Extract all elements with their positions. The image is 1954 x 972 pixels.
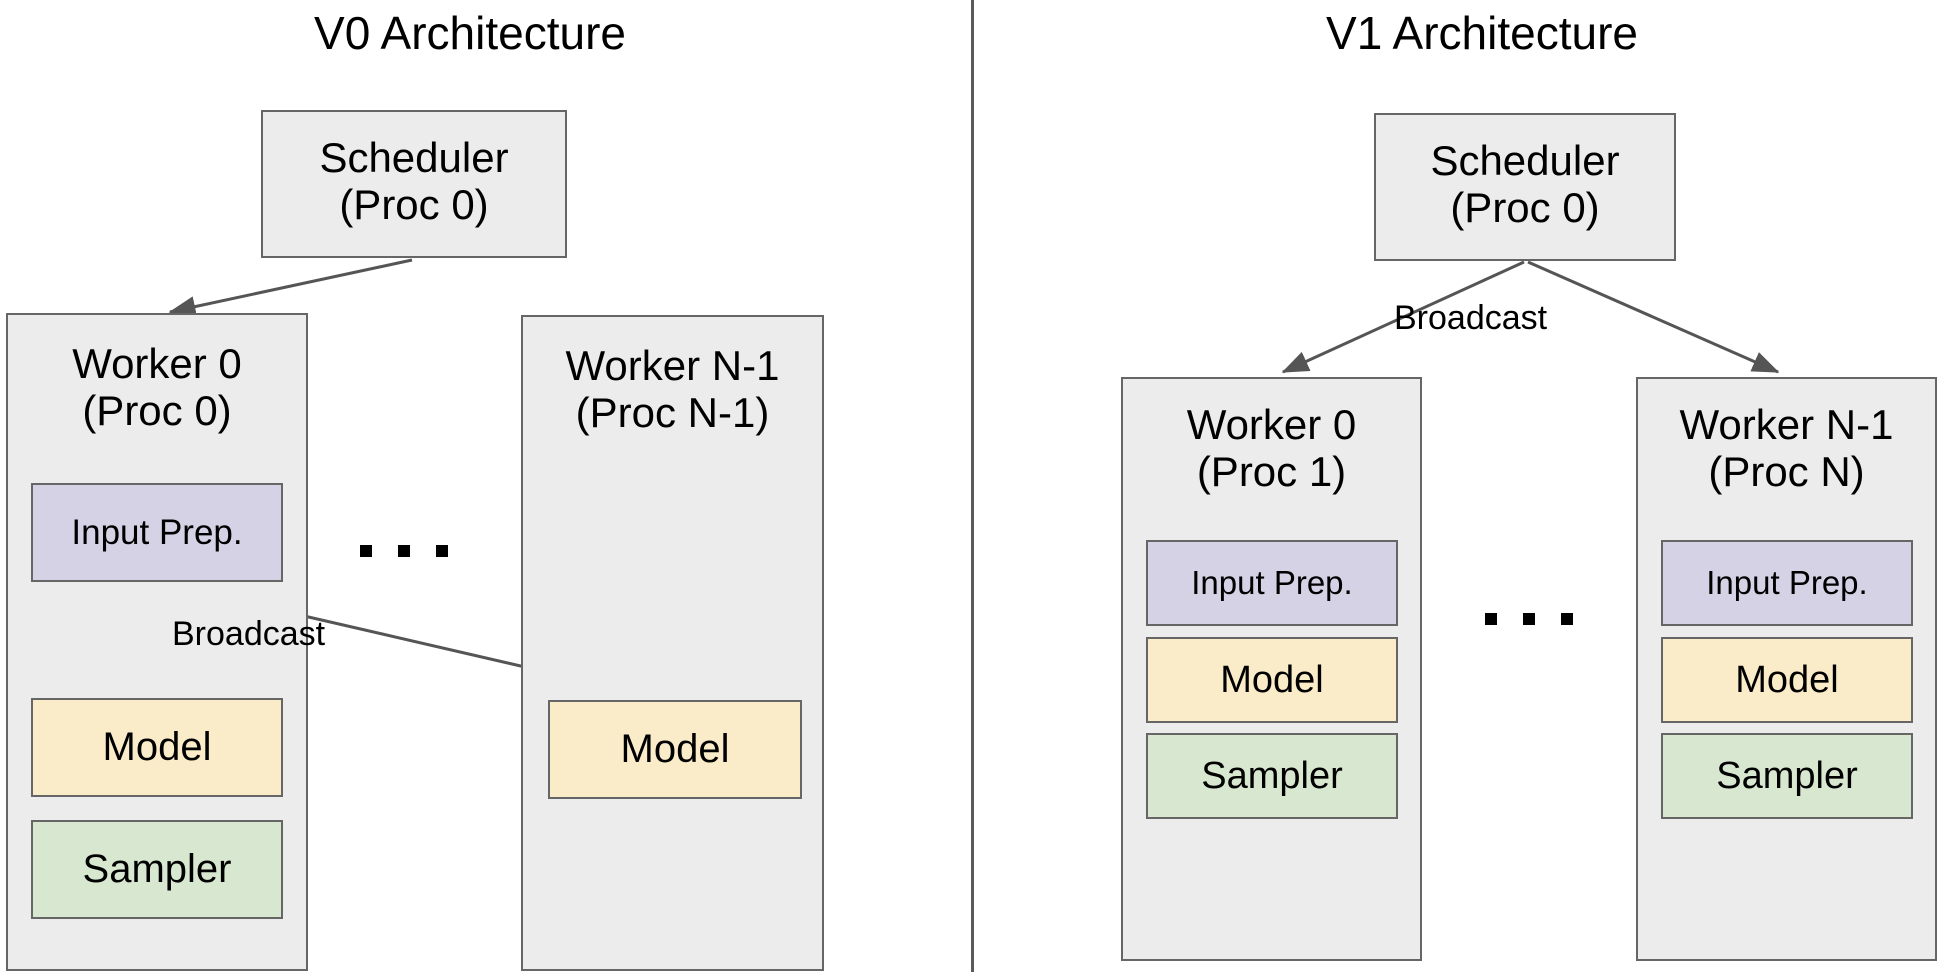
v1-worker-0-line1: Worker 0 bbox=[1186, 401, 1357, 448]
edge-v1-scheduler-to-workern1 bbox=[1527, 260, 1780, 374]
panel-title-v1: V1 Architecture bbox=[1326, 7, 1638, 59]
v1-ellipsis bbox=[1485, 613, 1573, 625]
v1-scheduler-box[interactable]: Scheduler (Proc 0) bbox=[1374, 113, 1676, 261]
v1-worker-0-model[interactable]: Model bbox=[1146, 637, 1398, 723]
v0-worker-n1-model[interactable]: Model bbox=[548, 700, 802, 799]
v1-worker-0-line2: (Proc 1) bbox=[1196, 448, 1347, 496]
v0-scheduler-box[interactable]: Scheduler (Proc 0) bbox=[261, 110, 567, 258]
v0-dot-1 bbox=[360, 545, 372, 557]
v1-worker-n1-line1: Worker N-1 bbox=[1679, 401, 1894, 448]
edge-v1-scheduler-to-worker0 bbox=[1281, 260, 1525, 374]
panel-divider bbox=[971, 0, 974, 972]
v1-dot-1 bbox=[1485, 613, 1497, 625]
v0-scheduler-line1: Scheduler bbox=[319, 134, 509, 181]
v1-worker-0-sampler[interactable]: Sampler bbox=[1146, 733, 1398, 819]
v1-scheduler-line1: Scheduler bbox=[1430, 137, 1620, 184]
v0-ellipsis bbox=[360, 545, 448, 557]
v1-broadcast-label: Broadcast bbox=[1394, 299, 1548, 337]
edge-v0-scheduler-to-worker0 bbox=[168, 258, 413, 317]
v0-worker-0-line1: Worker 0 bbox=[72, 340, 242, 387]
v1-dot-2 bbox=[1523, 613, 1535, 625]
v1-scheduler-line2: (Proc 0) bbox=[1450, 184, 1600, 232]
v1-worker-n1-line2: (Proc N) bbox=[1708, 448, 1865, 496]
v0-worker-0-input-prep[interactable]: Input Prep. bbox=[31, 483, 283, 582]
panel-title-v0: V0 Architecture bbox=[314, 7, 626, 59]
v0-worker-n1-line1: Worker N-1 bbox=[565, 342, 780, 389]
v1-worker-n1-model[interactable]: Model bbox=[1661, 637, 1913, 723]
v0-worker-0-model[interactable]: Model bbox=[31, 698, 283, 797]
v0-broadcast-label: Broadcast bbox=[172, 615, 326, 653]
v1-worker-0-input-prep[interactable]: Input Prep. bbox=[1146, 540, 1398, 626]
v0-dot-3 bbox=[436, 545, 448, 557]
v0-worker-n1-line2: (Proc N-1) bbox=[575, 389, 770, 437]
v0-dot-2 bbox=[398, 545, 410, 557]
v0-worker-n1-box[interactable]: Worker N-1 (Proc N-1) bbox=[521, 315, 824, 971]
v0-worker-0-line2: (Proc 0) bbox=[82, 387, 232, 435]
v1-worker-n1-input-prep[interactable]: Input Prep. bbox=[1661, 540, 1913, 626]
v1-worker-n1-sampler[interactable]: Sampler bbox=[1661, 733, 1913, 819]
v0-worker-0-sampler[interactable]: Sampler bbox=[31, 820, 283, 919]
v1-dot-3 bbox=[1561, 613, 1573, 625]
v0-scheduler-line2: (Proc 0) bbox=[339, 181, 489, 229]
